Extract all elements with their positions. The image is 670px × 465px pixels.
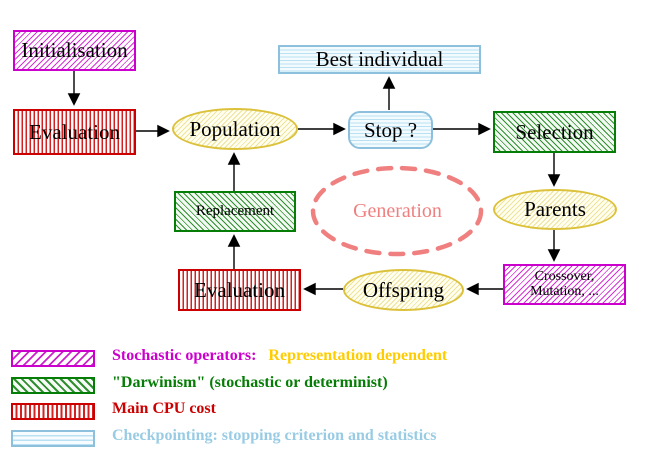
node-crossover-line1: Crossover, — [534, 268, 595, 284]
node-evaluation-top: Evaluation — [13, 109, 136, 155]
generation-loop-ellipse — [310, 165, 484, 257]
legend-row-cpu: Main CPU cost — [112, 400, 216, 418]
node-best-individual-label: Best individual — [315, 47, 444, 72]
node-parents: Parents — [493, 189, 617, 230]
node-evaluation-bottom: Evaluation — [178, 269, 301, 311]
node-stop-label: Stop ? — [363, 117, 418, 142]
legend-checkpointing-label: Checkpointing: stopping criterion and st… — [112, 427, 437, 444]
node-population-label: Population — [189, 116, 281, 141]
node-replacement-label: Replacement — [195, 202, 275, 219]
legend-stochastic-label: Stochastic operators: — [112, 347, 257, 364]
node-stop: Stop ? — [348, 111, 433, 149]
node-crossover-mutation: Crossover, Mutation, ... — [503, 264, 626, 305]
legend-representation-note: Representation dependent — [268, 347, 448, 364]
node-replacement: Replacement — [174, 191, 296, 232]
node-selection: Selection — [493, 111, 616, 153]
node-population: Population — [172, 108, 298, 150]
node-offspring-label: Offspring — [362, 277, 445, 302]
node-initialisation-label: Initialisation — [21, 38, 128, 63]
generation-label-text: Generation — [353, 199, 442, 222]
node-crossover-line2: Mutation, ... — [530, 283, 599, 299]
node-parents-label: Parents — [524, 197, 586, 222]
node-initialisation: Initialisation — [13, 30, 136, 71]
legend-swatch-stochastic — [11, 350, 95, 367]
legend-darwinism-label: "Darwinism" (stochastic or determinist) — [112, 374, 388, 391]
legend-row-stochastic: Stochastic operators: Representation depe… — [112, 347, 447, 365]
generation-label: Generation — [330, 197, 465, 225]
legend-swatch-checkpointing — [11, 430, 95, 447]
legend-cpu-label: Main CPU cost — [112, 400, 216, 417]
legend-row-checkpointing: Checkpointing: stopping criterion and st… — [112, 427, 436, 445]
node-evaluation-bottom-label: Evaluation — [194, 277, 285, 302]
legend-row-darwinism: "Darwinism" (stochastic or determinist) — [112, 374, 388, 392]
node-evaluation-top-label: Evaluation — [29, 119, 120, 144]
node-selection-label: Selection — [515, 119, 594, 144]
legend-swatch-cpu — [11, 403, 95, 420]
legend-swatch-darwinism — [11, 377, 95, 394]
node-offspring: Offspring — [343, 269, 464, 311]
node-best-individual: Best individual — [278, 45, 481, 74]
